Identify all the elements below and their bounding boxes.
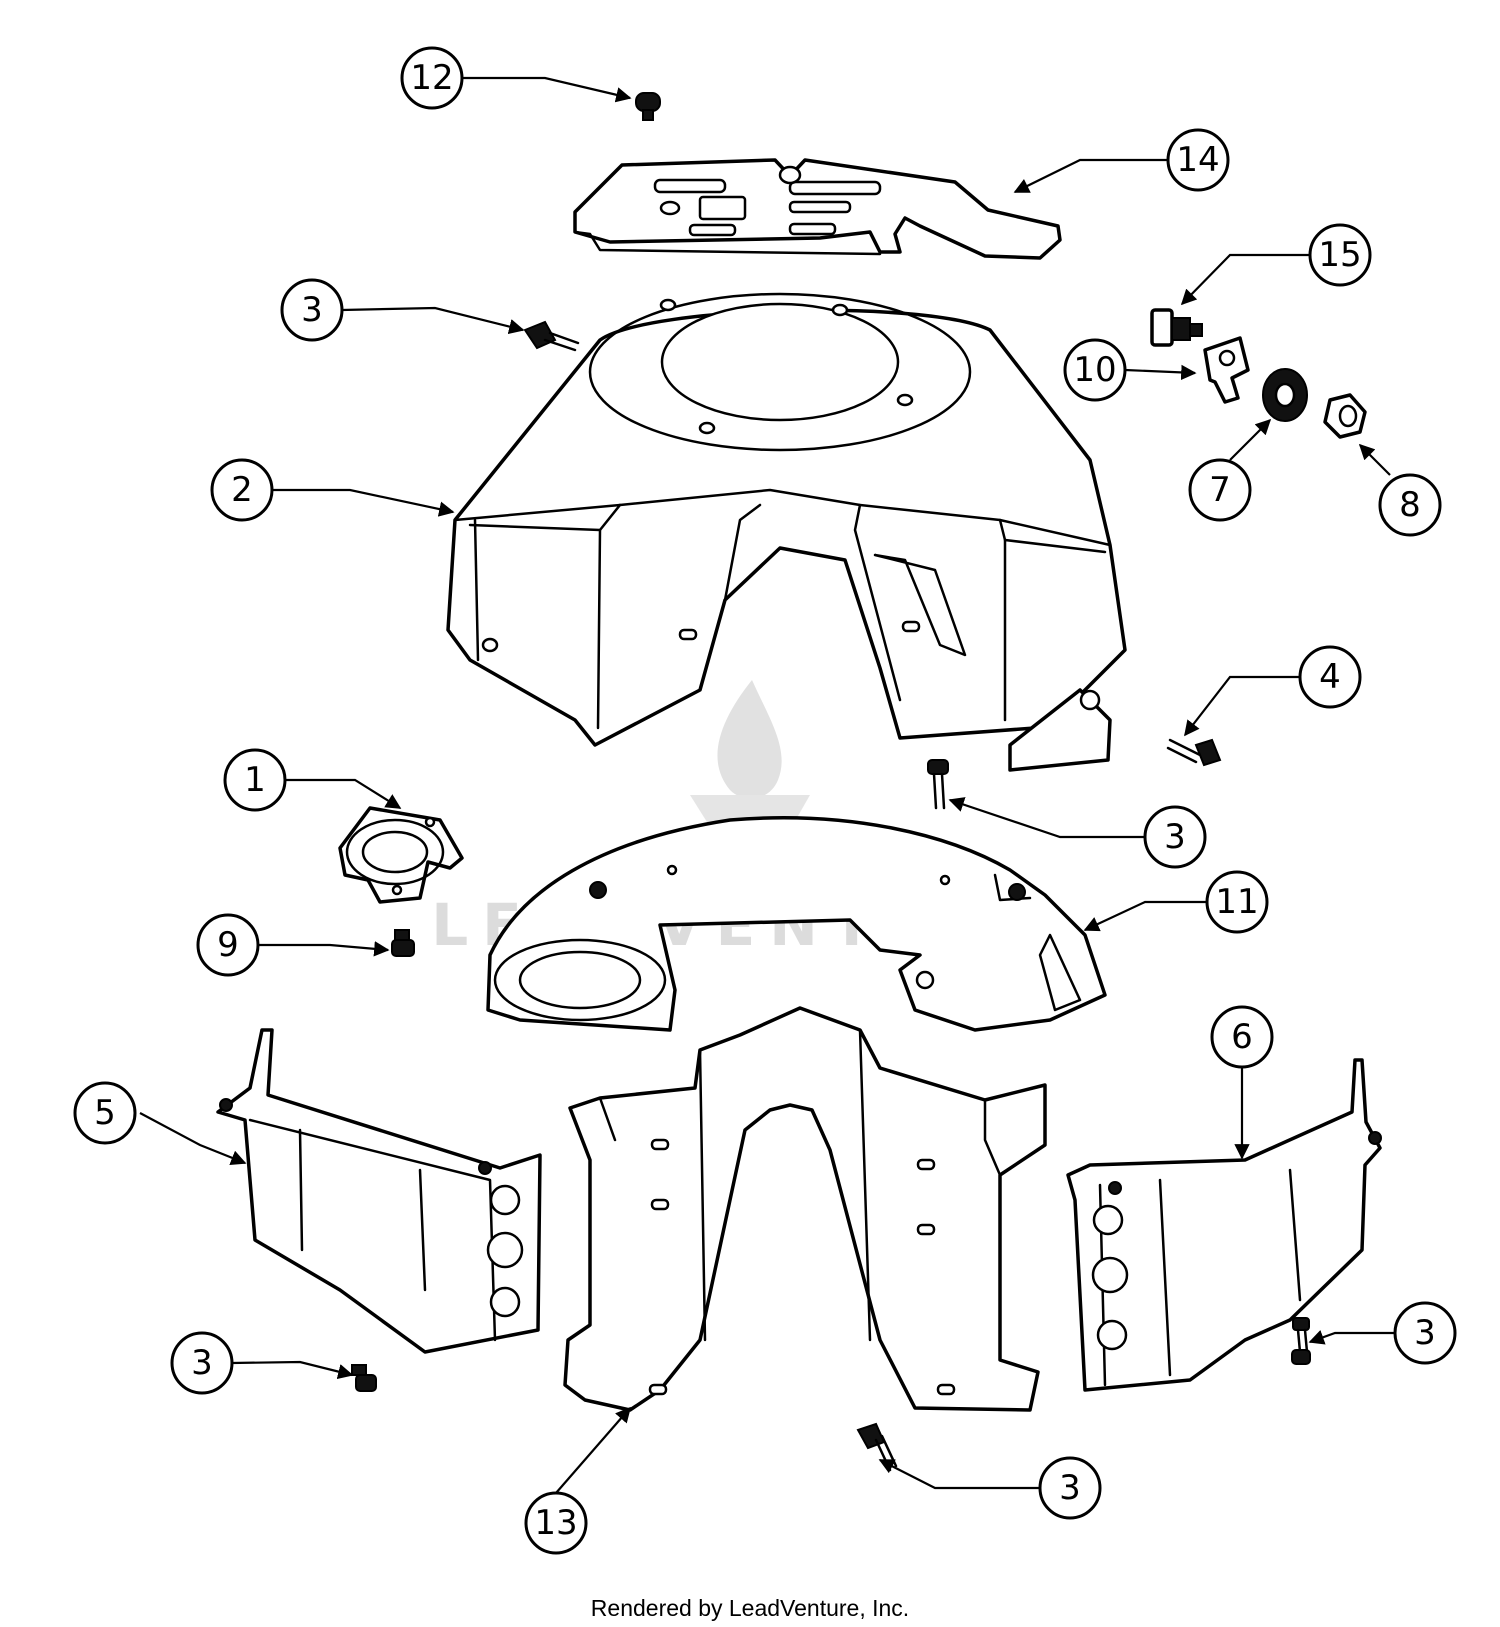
render-credit: Rendered by LeadVenture, Inc. [590,1595,910,1621]
callout-3-bottom: 3 [1038,1456,1102,1520]
svg-text:7: 7 [1209,470,1231,510]
part-6-right-shroud [1066,1058,1382,1392]
callout-3-right-lower: 3 [1393,1301,1457,1365]
svg-text:8: 8 [1399,485,1421,525]
svg-text:5: 5 [94,1093,116,1133]
svg-text:2: 2 [231,470,253,510]
callout-9: 9 [196,913,260,977]
leader-lines [139,76,1395,1494]
part-9-screw [391,929,415,957]
svg-text:6: 6 [1231,1017,1253,1057]
part-3-bolt-right-lower [1291,1317,1311,1365]
part-3-bolt-mid [927,759,949,810]
callout-15: 15 [1308,223,1372,287]
part-3-bolt-left-lower [351,1364,377,1392]
callout-7: 7 [1188,458,1252,522]
part-8-nut [1323,393,1367,439]
svg-text:15: 15 [1318,235,1361,275]
part-3-bolt-bottom [856,1422,898,1472]
callout-8: 8 [1378,473,1442,537]
callout-6: 6 [1210,1005,1274,1069]
part-15-terminal [1150,308,1203,347]
svg-text:1: 1 [244,760,266,800]
callout-3-mid: 3 [1143,805,1207,869]
part-12-screw [635,92,661,121]
callout-10: 10 [1063,338,1127,402]
svg-text:14: 14 [1176,140,1219,180]
callout-3-top: 3 [280,278,344,342]
part-10-bracket [1203,336,1250,404]
svg-text:3: 3 [1059,1468,1081,1508]
svg-text:9: 9 [217,925,239,965]
part-5-left-shroud [216,1028,542,1354]
part-7-lock-washer [1262,368,1308,422]
svg-text:4: 4 [1319,657,1341,697]
part-13-center-shroud [563,1006,1047,1412]
callout-12: 12 [400,46,464,110]
svg-text:3: 3 [1414,1313,1436,1353]
callout-11: 11 [1205,870,1269,934]
svg-text:13: 13 [534,1503,577,1543]
callout-5: 5 [73,1081,137,1145]
part-11-baffle-plate [486,816,1107,1032]
svg-text:3: 3 [191,1343,213,1383]
part-4-bolt [1166,738,1222,767]
part-3-bolt-top [523,320,580,352]
callout-1: 1 [223,748,287,812]
part-14-top-plate [573,158,1062,260]
callout-3-left-lower: 3 [170,1331,234,1395]
svg-text:3: 3 [301,290,323,330]
part-1-cover [338,806,464,904]
svg-text:11: 11 [1215,882,1258,922]
part-2-blower-housing [446,292,1127,772]
callout-14: 14 [1166,128,1230,192]
callout-2: 2 [210,458,274,522]
callout-13: 13 [524,1491,588,1555]
svg-text:12: 12 [410,58,453,98]
callout-4: 4 [1298,645,1362,709]
svg-text:10: 10 [1073,350,1116,390]
svg-text:3: 3 [1164,817,1186,857]
